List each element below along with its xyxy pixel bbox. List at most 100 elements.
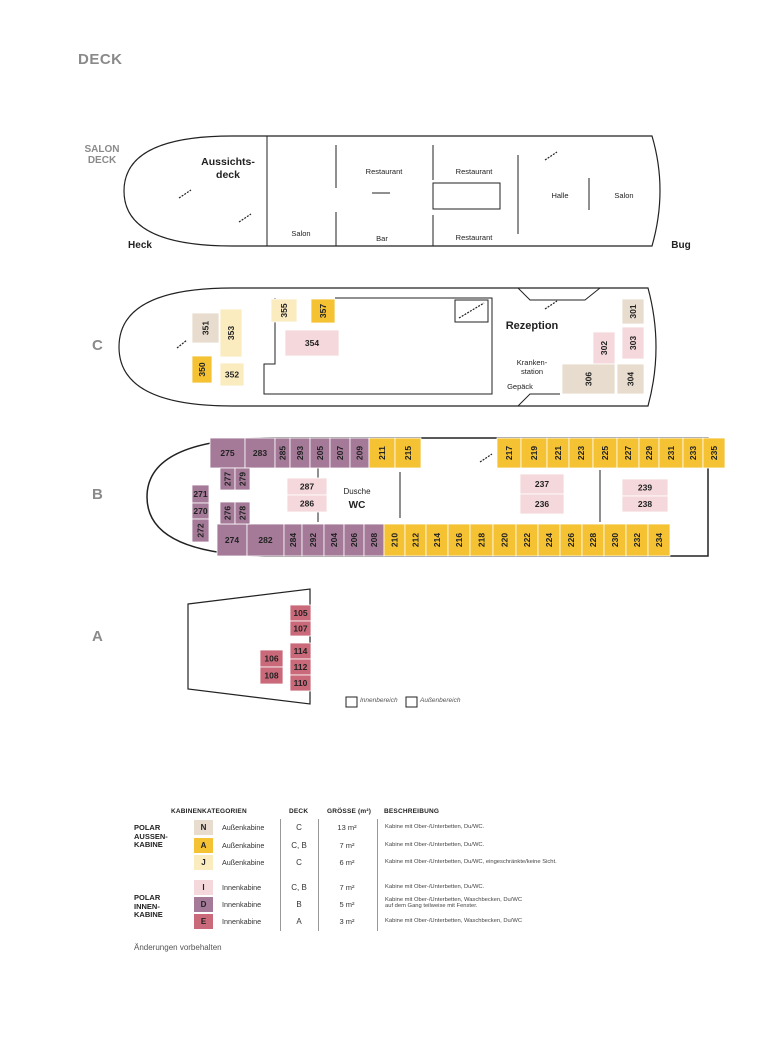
cabin-353-number: 353 bbox=[226, 326, 236, 340]
legend-type: Innenkabine bbox=[222, 900, 262, 909]
cabin-107-number: 107 bbox=[293, 624, 307, 634]
cabin-235-number: 235 bbox=[709, 446, 719, 460]
cabin-354-number: 354 bbox=[305, 338, 319, 348]
legend-size: 5 m² bbox=[339, 900, 355, 909]
cabin-207: 207 bbox=[329, 437, 351, 469]
deck-a-hull bbox=[187, 588, 311, 705]
cabin-236-fill bbox=[519, 493, 565, 515]
legend-type: Außenkabine bbox=[222, 858, 265, 867]
cabin-226-number: 226 bbox=[566, 533, 576, 547]
cabin-302-number: 302 bbox=[599, 341, 609, 355]
cabin-223-number: 223 bbox=[576, 446, 586, 460]
cabin-234-fill bbox=[647, 523, 671, 557]
legend-header-categories: KABINENKATEGORIEN bbox=[171, 808, 247, 815]
cabin-236-number: 236 bbox=[535, 499, 549, 509]
legend-header-description: BESCHREIBUNG bbox=[384, 808, 440, 815]
legend-size: 3 m² bbox=[339, 917, 355, 926]
cabin-112-number: 112 bbox=[294, 662, 308, 672]
deck-c-stairwell bbox=[454, 299, 489, 323]
cabin-231: 231 bbox=[658, 437, 684, 469]
cabin-107: 107 bbox=[289, 620, 312, 637]
cabin-214: 214 bbox=[425, 523, 449, 557]
cabin-110: 110 bbox=[289, 674, 312, 692]
cabin-238-number: 238 bbox=[638, 499, 652, 509]
cabin-224-number: 224 bbox=[544, 533, 554, 547]
cabin-357-number: 357 bbox=[318, 304, 328, 318]
room-label-gepaeck: Gepäck bbox=[507, 382, 533, 391]
room-label-rezeption: Rezeption bbox=[506, 320, 559, 332]
cabin-355: 355 bbox=[270, 298, 298, 323]
legend-type: Außenkabine bbox=[222, 841, 265, 850]
cabin-350: 350 bbox=[191, 355, 213, 384]
area-key bbox=[345, 696, 418, 708]
cabin-274-number: 274 bbox=[225, 535, 239, 545]
cabin-238-fill bbox=[621, 495, 669, 513]
cabin-223: 223 bbox=[568, 437, 594, 469]
cabin-353: 353 bbox=[219, 308, 243, 358]
cabin-303: 303 bbox=[621, 326, 645, 360]
cabin-282-number: 282 bbox=[258, 535, 272, 545]
salon-hull bbox=[123, 135, 661, 247]
cabin-210-number: 210 bbox=[390, 533, 400, 547]
cabin-107-fill bbox=[289, 620, 312, 637]
cabin-204: 204 bbox=[323, 523, 345, 557]
stairs-icon bbox=[479, 453, 493, 463]
cabin-286: 286 bbox=[286, 494, 328, 513]
cabin-272-fill bbox=[191, 518, 210, 543]
cabin-354: 354 bbox=[284, 329, 340, 357]
cabin-293: 293 bbox=[289, 437, 311, 469]
legend-divider bbox=[377, 819, 378, 931]
deck-label-salon: SALON DECK bbox=[80, 144, 124, 166]
cabin-283: 283 bbox=[244, 437, 276, 469]
legend-deck: C bbox=[296, 823, 302, 832]
room-label-restaurant: Restaurant bbox=[456, 233, 494, 242]
legend-divider bbox=[318, 819, 319, 931]
cabin-274: 274 bbox=[216, 523, 248, 557]
cabin-239-number: 239 bbox=[638, 483, 652, 493]
key-outside-label: Außenbereich bbox=[420, 697, 461, 704]
deck-c-hull bbox=[118, 287, 657, 407]
stairs-icon bbox=[178, 151, 558, 223]
legend-desc: Kabine mit Ober-/Unterbetten, Du/WC. bbox=[385, 842, 485, 848]
cabin-302: 302 bbox=[592, 331, 616, 365]
cabin-352-fill bbox=[219, 362, 245, 387]
footnote: Änderungen vorbehalten bbox=[134, 943, 222, 952]
room-label-restaurant: Restaurant bbox=[366, 167, 404, 176]
deck-label-salon-text: SALON DECK bbox=[84, 144, 120, 166]
legend-deck: C, B bbox=[291, 841, 307, 850]
cabin-110-number: 110 bbox=[294, 678, 308, 688]
legend-swatch-N: N bbox=[194, 820, 213, 835]
cabin-232: 232 bbox=[625, 523, 649, 557]
cabin-231-number: 231 bbox=[666, 446, 676, 460]
cabin-235: 235 bbox=[702, 437, 726, 469]
cabin-272: 272 bbox=[191, 518, 210, 543]
deck-c-inner-wall bbox=[517, 393, 560, 407]
legend-deck: A bbox=[296, 917, 302, 926]
cabin-105-number: 105 bbox=[293, 608, 307, 618]
cabin-220: 220 bbox=[492, 523, 517, 557]
legend-header-size: GRÖSSE (m²) bbox=[327, 808, 372, 815]
legend-group-inside: POLAR INNEN-KABINE bbox=[134, 893, 163, 919]
cabin-225: 225 bbox=[592, 437, 618, 469]
cabin-204-number: 204 bbox=[329, 533, 339, 547]
outside-area-swatch bbox=[405, 696, 418, 708]
cabin-114-number: 114 bbox=[294, 646, 308, 656]
legend-desc: Kabine mit Ober-/Unterbetten, Waschbecke… bbox=[385, 918, 523, 924]
cabin-215: 215 bbox=[394, 437, 422, 469]
deck-c-inner-wall bbox=[263, 297, 493, 395]
legend-swatch-A: A bbox=[194, 838, 213, 853]
legend-desc: Kabine mit Ober-/Unterbetten, Du/WC. bbox=[385, 824, 485, 830]
cabin-304-number: 304 bbox=[626, 372, 636, 386]
cabin-239: 239 bbox=[621, 478, 669, 497]
cabin-353-fill bbox=[219, 308, 243, 358]
cabin-231-fill bbox=[658, 437, 684, 469]
cabin-214-number: 214 bbox=[432, 533, 442, 547]
cabin-301-fill bbox=[621, 298, 645, 325]
cabin-304-fill bbox=[616, 363, 645, 395]
label-heck: Heck bbox=[128, 240, 152, 251]
cabin-279-fill bbox=[234, 467, 251, 491]
cabin-205: 205 bbox=[309, 437, 331, 469]
